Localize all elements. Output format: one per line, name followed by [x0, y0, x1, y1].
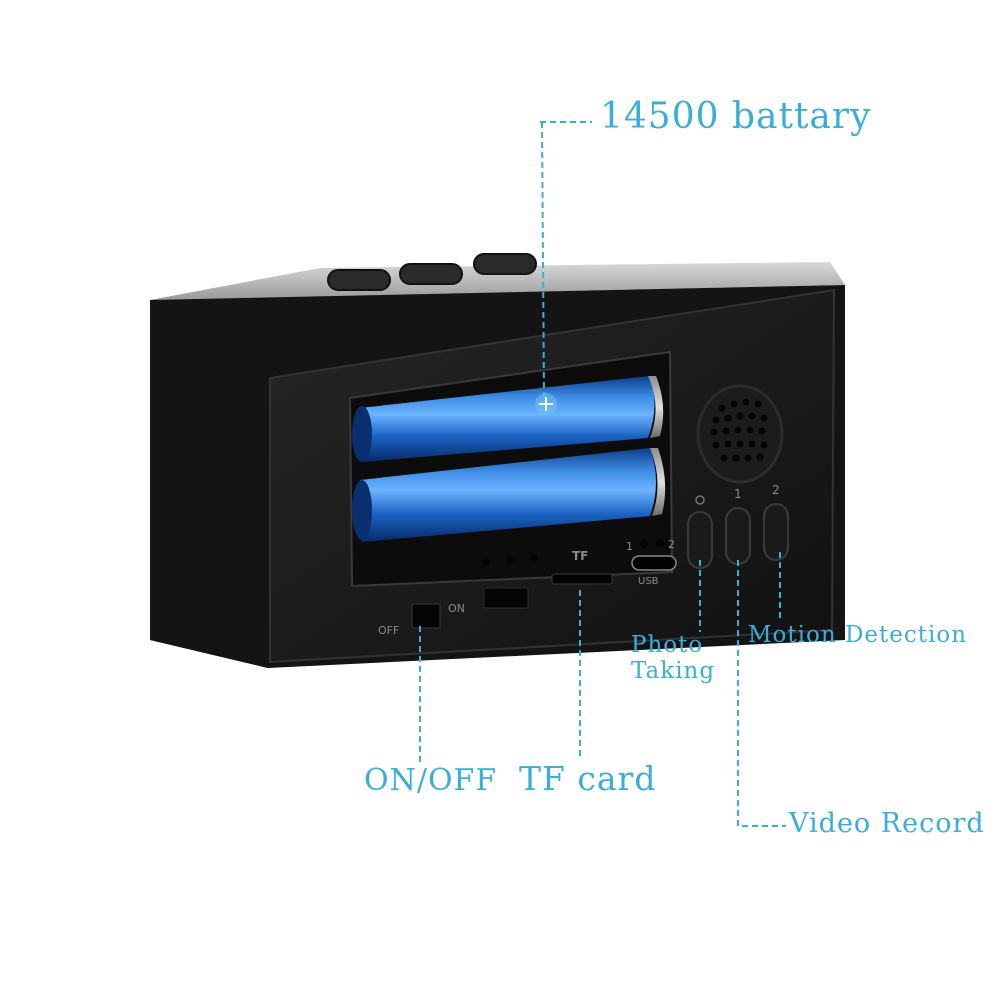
- button-number-2: 2: [772, 483, 780, 497]
- power-button: [687, 511, 713, 569]
- tf-slot-label: TF: [572, 549, 588, 563]
- button-number-1: 1: [734, 487, 742, 501]
- speaker-grill: [696, 384, 784, 484]
- switch-on-label: ON: [448, 602, 465, 615]
- control-buttons: [687, 495, 789, 569]
- battery-target-marker: [535, 393, 557, 415]
- switch-off-label: OFF: [378, 624, 399, 637]
- button-1: [725, 507, 751, 565]
- tf-card-callout: TF card: [519, 759, 657, 798]
- battery-callout: 14500 battary: [600, 96, 872, 137]
- indicator-leds: [482, 539, 664, 566]
- top-button-right: [473, 253, 537, 275]
- usb-port-label: USB: [638, 576, 659, 587]
- button-2: [763, 503, 789, 561]
- photo-taking-callout: Photo Taking: [631, 632, 715, 685]
- battery-bottom: [352, 448, 666, 542]
- indicator-number-2: 2: [668, 538, 675, 551]
- motion-detection-callout: Motion Detection: [748, 622, 968, 648]
- video-record-callout: Video Record: [789, 808, 985, 839]
- battery-top: [352, 376, 664, 462]
- top-button-left: [327, 269, 391, 291]
- onoff-switch: [483, 587, 529, 609]
- indicator-number-1: 1: [626, 540, 633, 553]
- top-button-middle: [399, 263, 463, 285]
- usb-port: [631, 555, 677, 571]
- onoff-callout: ON/OFF: [364, 763, 498, 798]
- tf-card-slot: [551, 573, 613, 585]
- photo-callout-line2: Taking: [631, 658, 716, 685]
- photo-callout-line1: Photo: [631, 632, 704, 658]
- device-top-surface: [150, 262, 845, 300]
- leader-lines: [419, 121, 786, 827]
- onoff-switch-lever: [411, 603, 441, 629]
